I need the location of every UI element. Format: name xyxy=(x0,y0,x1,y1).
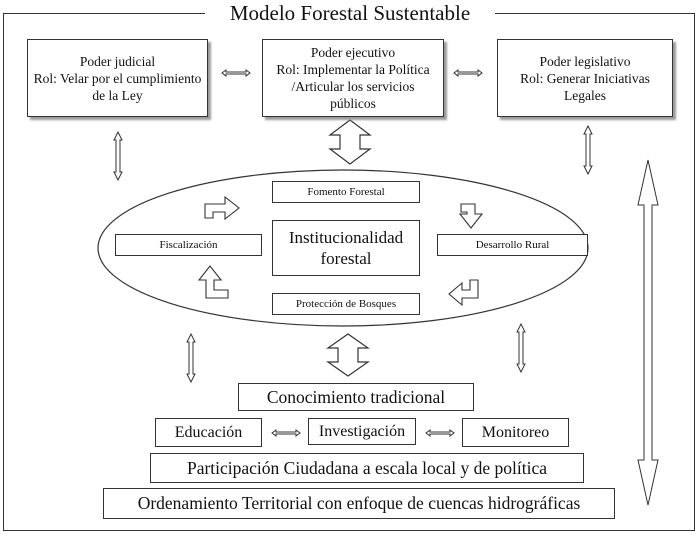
arrow-ellipse-left-base xyxy=(186,332,196,384)
cycle-arrow-bottom-right xyxy=(448,279,479,307)
cycle-arrow-bottom-left xyxy=(197,265,229,299)
monitoreo-box: Monitoreo xyxy=(462,418,569,447)
proteccion-bosques-box: Protección de Bosques xyxy=(272,293,420,315)
arrow-ellipse-conocimiento xyxy=(326,333,370,377)
arrow-investigacion-educacion xyxy=(271,429,301,437)
fiscalizacion-box: Fiscalización xyxy=(115,234,262,256)
educacion-box: Educación xyxy=(155,418,262,447)
poder-ejecutivo-role: Rol: Implementar la Política /Articular … xyxy=(276,62,430,111)
poder-legislativo-name: Poder legislativo xyxy=(539,53,631,69)
arrow-ejecutivo-ellipse xyxy=(328,119,372,165)
cycle-arrow-top-left xyxy=(204,195,240,221)
cycle-arrow-top-right xyxy=(458,203,484,229)
conocimiento-tradicional-box: Conocimiento tradicional xyxy=(238,383,474,411)
arrow-legislativo-ellipse xyxy=(583,124,593,176)
institucionalidad-forestal-label: Institucionalidad forestal xyxy=(288,228,404,268)
poder-judicial-box: Poder judicial Rol: Velar por el cumplim… xyxy=(27,39,208,117)
poder-legislativo-box: Poder legislativo Rol: Generar Iniciativ… xyxy=(497,39,673,117)
arrow-long-right xyxy=(637,159,659,506)
poder-legislativo-role: Rol: Generar Iniciativas Legales xyxy=(520,70,650,103)
institucionalidad-forestal-box: Institucionalidad forestal xyxy=(272,220,420,276)
fomento-forestal-box: Fomento Forestal xyxy=(272,181,420,203)
arrow-investigacion-monitoreo xyxy=(425,429,455,437)
investigacion-box: Investigación xyxy=(308,418,416,445)
poder-judicial-name: Poder judicial xyxy=(79,53,156,69)
diagram-title: Modelo Forestal Sustentable xyxy=(205,0,495,26)
poder-ejecutivo-box: Poder ejecutivo Rol: Implementar la Polí… xyxy=(262,39,444,117)
arrow-ejecutivo-legislativo xyxy=(453,69,483,77)
arrow-judicial-ellipse xyxy=(113,130,123,182)
participacion-ciudadana-box: Participación Ciudadana a escala local y… xyxy=(150,453,584,483)
poder-ejecutivo-name: Poder ejecutivo xyxy=(310,45,396,60)
arrow-judicial-ejecutivo xyxy=(221,69,251,77)
arrow-ellipse-right-base xyxy=(516,322,526,374)
desarrollo-rural-box: Desarrollo Rural xyxy=(437,234,588,256)
ordenamiento-territorial-box: Ordenamiento Territorial con enfoque de … xyxy=(103,488,615,519)
poder-judicial-role: Rol: Velar por el cumplimiento de la Ley xyxy=(33,70,202,103)
